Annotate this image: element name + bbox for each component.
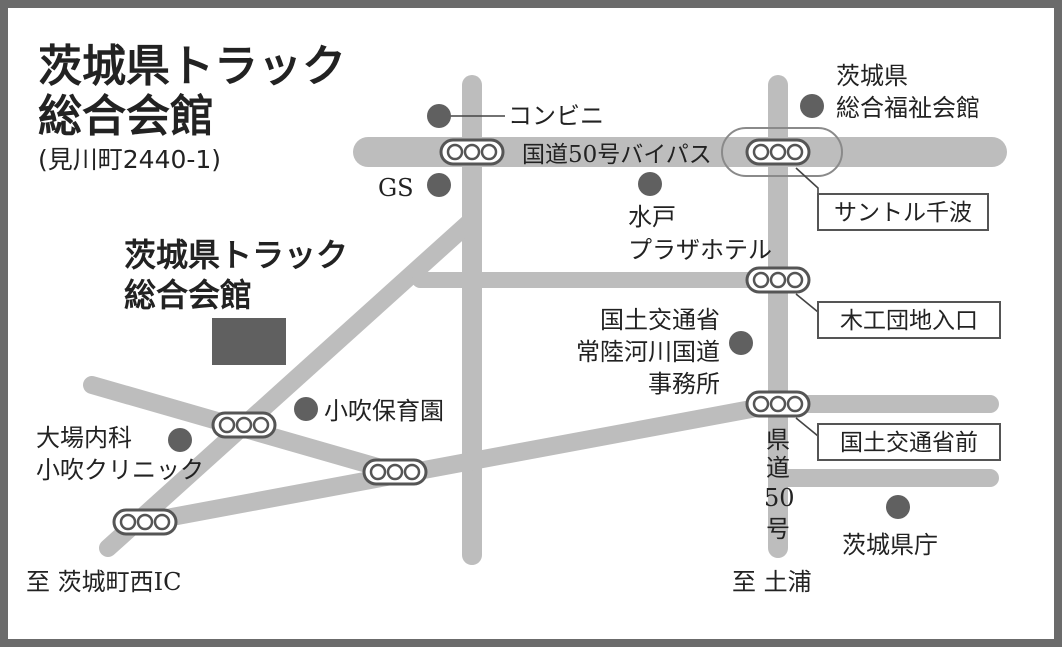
prefectural-office-label: 茨城県庁 xyxy=(842,531,938,559)
map-address: (見川町2440-1) xyxy=(38,145,221,174)
leader-line-mokko xyxy=(795,293,819,313)
road-lower-diagonal xyxy=(136,395,787,531)
leader-line-kokudo xyxy=(795,417,819,437)
traffic-signal-icon xyxy=(439,138,505,166)
mito-plaza-label-line1: 水戸 xyxy=(628,203,676,231)
leader-lines xyxy=(448,115,819,437)
destination-label-line1: 茨城県トラック xyxy=(124,236,348,274)
intersection-label-boxes xyxy=(817,193,1001,461)
intersection-name-kokudo: 国土交通省前 xyxy=(840,430,978,456)
intersection-box-suntoru xyxy=(817,193,989,231)
direction-to-tsuchiura: 至 土浦 xyxy=(732,568,812,596)
mito-plaza-label-line2: プラザホテル xyxy=(628,236,772,264)
traffic-signal-icon xyxy=(745,390,811,418)
map-title-line2: 総合会館 xyxy=(38,91,214,142)
prefectural-route-char-1: 県 xyxy=(766,426,790,454)
nursery-label: 小吹保育園 xyxy=(324,397,444,425)
river-office-marker-icon xyxy=(729,331,753,355)
intersection-name-suntoru: サントル千波 xyxy=(834,200,972,226)
traffic-signal-icon xyxy=(745,138,811,166)
convenience-store-marker-icon xyxy=(427,104,451,128)
prefectural-office-marker-icon xyxy=(886,495,910,519)
destination-building-icon xyxy=(212,318,286,365)
traffic-signal-icon xyxy=(112,508,178,536)
traffic-signal-icon xyxy=(211,411,277,439)
gas-station-marker-icon xyxy=(427,173,451,197)
intersection-name-mokko: 木工団地入口 xyxy=(840,308,978,334)
river-office-label-line2: 常陸河川国道 xyxy=(576,338,720,366)
welfare-hall-marker-icon xyxy=(800,94,824,118)
clinic-label-line1: 大場内科 xyxy=(36,424,132,452)
road-diagonal-to-ic xyxy=(99,211,481,557)
destination-label-line2: 総合会館 xyxy=(124,276,252,314)
traffic-signals xyxy=(112,138,811,536)
welfare-hall-label-line1: 茨城県 xyxy=(836,62,908,90)
landmark-dots xyxy=(168,94,910,519)
nursery-marker-icon xyxy=(294,397,318,421)
river-office-label-line3: 事務所 xyxy=(648,370,720,398)
intersection-box-mokko xyxy=(817,301,1001,339)
leader-line-suntoru xyxy=(795,167,819,194)
bypass-road-label: 国道50号バイパス xyxy=(522,142,712,168)
prefectural-route-char-3: 50 xyxy=(764,484,795,512)
traffic-signal-icon xyxy=(362,458,428,486)
prefectural-route-char-2: 道 xyxy=(766,454,790,482)
direction-to-ibaraki-ic: 至 茨城町西IC xyxy=(26,568,181,596)
gas-station-label: GS xyxy=(378,174,414,202)
prefectural-route-char-4: 号 xyxy=(766,515,790,543)
clinic-marker-icon xyxy=(168,428,192,452)
convenience-store-label: コンビニ xyxy=(508,102,604,130)
intersection-box-kokudo xyxy=(817,423,1001,461)
clinic-label-line2: 小吹クリニック xyxy=(36,456,204,484)
welfare-hall-label-line2: 総合福祉会館 xyxy=(836,94,980,122)
traffic-signal-icon xyxy=(745,266,811,294)
map-title-line1: 茨城県トラック xyxy=(38,41,346,92)
river-office-label-line1: 国土交通省 xyxy=(600,306,720,334)
mito-plaza-marker-icon xyxy=(638,172,662,196)
intersection-highlight-outline xyxy=(721,127,843,177)
